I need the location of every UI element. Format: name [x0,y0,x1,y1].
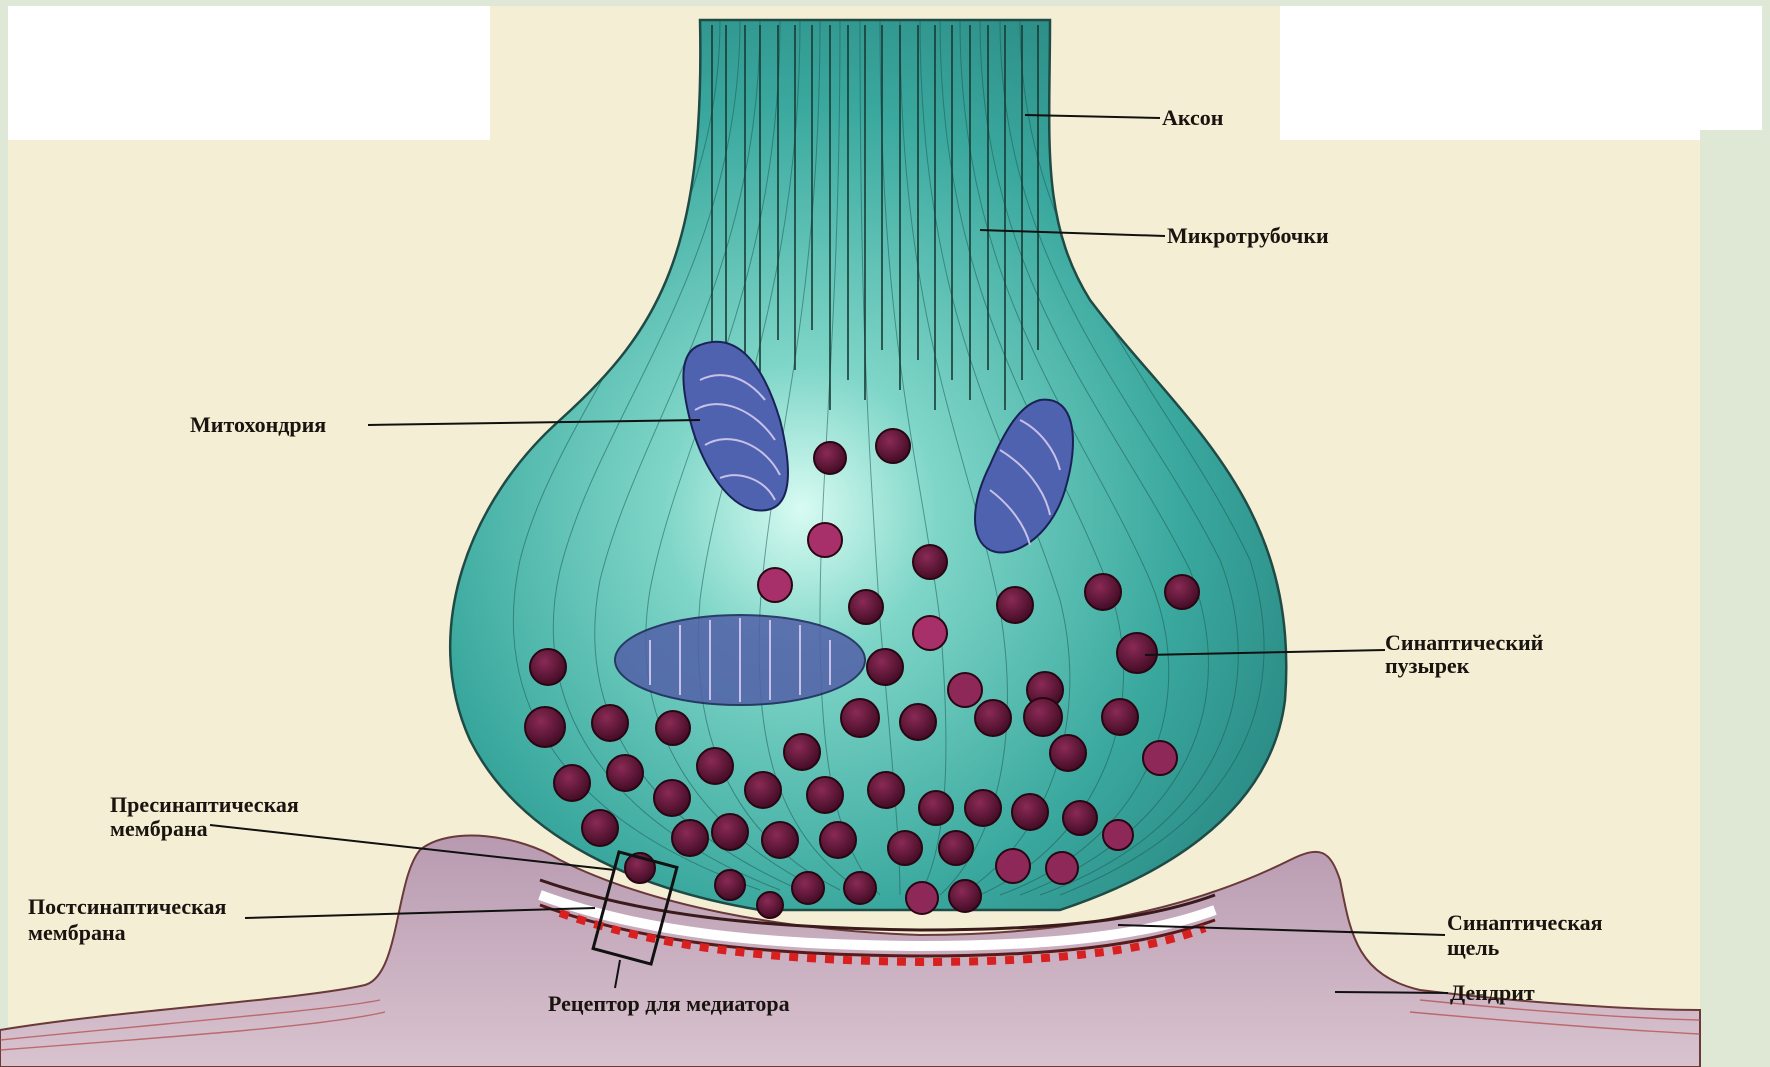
label-cleft-2: щель [1447,935,1500,960]
label-microtubules: Микротрубочки [1167,223,1329,248]
mitochondrion-3 [615,615,865,705]
label-vesicle-1: Синаптический [1385,630,1544,655]
label-presynaptic-2: мембрана [110,816,208,841]
label-postsynaptic-1: Постсинаптическая [28,894,226,919]
label-axon: Аксон [1162,105,1224,130]
label-postsynaptic-2: мембрана [28,920,126,945]
label-vesicle-2: пузырек [1385,653,1470,678]
label-dendrite: Дендрит [1450,980,1535,1005]
label-cleft-1: Синаптическая [1447,910,1603,935]
label-receptor: Рецептор для медиатора [548,991,790,1016]
label-presynaptic-1: Пресинаптическая [110,792,299,817]
label-mitochondria: Митохондрия [190,412,326,437]
